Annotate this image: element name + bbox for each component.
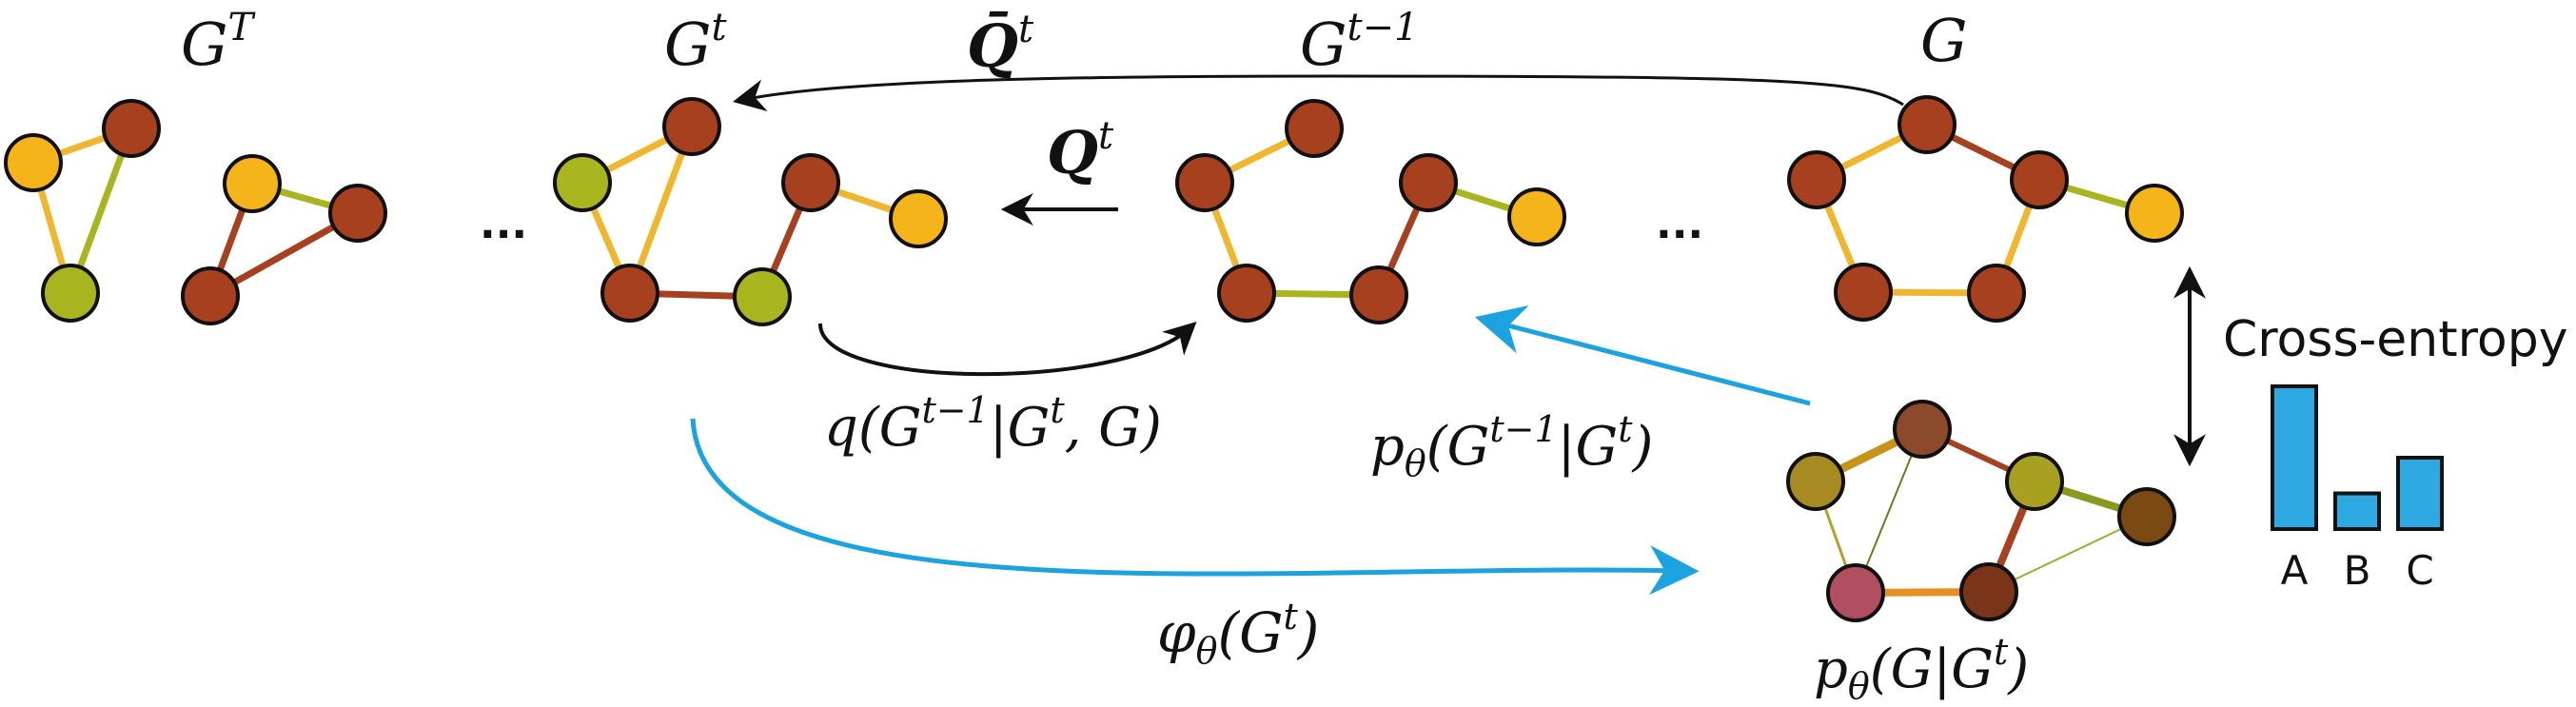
node-green	[41, 264, 100, 323]
denoiser-arrow	[690, 418, 1700, 596]
graph-g	[1787, 95, 2184, 323]
node-yellow	[2125, 184, 2184, 243]
edge	[626, 123, 696, 297]
node-brown	[1285, 99, 1344, 158]
node-brown	[1175, 153, 1234, 212]
posterior-arrow	[817, 322, 1197, 377]
label-phi: φθ(Gt)	[1157, 596, 1319, 672]
node-brown	[1787, 150, 1846, 209]
bar-label-b: B	[2344, 547, 2371, 594]
node-brown	[181, 266, 240, 325]
node-brown	[1834, 263, 1893, 322]
label-gT: GT	[181, 6, 257, 79]
node-brown	[328, 184, 387, 243]
bar-a	[2271, 384, 2318, 531]
node-brown	[781, 153, 840, 212]
node-yellow	[223, 154, 282, 213]
bar-label-c: C	[2406, 547, 2433, 594]
node-pred	[1826, 563, 1885, 622]
node-green	[733, 267, 792, 326]
label-p-theta-prev: pθ(Gt−1|Gt)	[1370, 408, 1653, 484]
node-pred	[1959, 562, 2018, 621]
graph-gt-minus-1	[1175, 99, 1566, 324]
bar-c	[2396, 456, 2444, 531]
qbar-arrow	[732, 74, 1904, 112]
node-brown	[2010, 150, 2069, 209]
bar-b	[2333, 491, 2381, 531]
node-brown	[1967, 264, 2026, 323]
cross-entropy-label: Cross-entropy	[2223, 311, 2567, 368]
node-brown	[600, 264, 659, 323]
node-green	[553, 153, 612, 212]
label-p-theta-g: pθ(G|Gt)	[1814, 631, 2029, 707]
node-yellow	[889, 189, 948, 248]
label-qbar: Q̄t	[967, 8, 1034, 81]
ellipsis-right: ...	[1656, 200, 1703, 248]
node-brown	[1217, 264, 1276, 323]
node-pred	[2005, 452, 2064, 511]
node-brown	[102, 99, 161, 158]
node-brown	[1399, 153, 1458, 212]
node-yellow	[4, 133, 63, 192]
graph-predicted	[1786, 400, 2176, 622]
label-gt: Gt	[664, 6, 728, 79]
node-yellow	[1507, 187, 1566, 246]
graph-gt	[553, 97, 948, 326]
node-brown	[662, 97, 721, 156]
label-posterior-q: q(Gt−1|Gt, G)	[824, 389, 1162, 459]
node-pred	[1786, 452, 1845, 511]
node-brown	[1349, 265, 1408, 324]
node-pred	[2117, 487, 2176, 546]
label-gt-minus-1: Gt−1	[1300, 6, 1419, 79]
ellipsis-left: ...	[480, 200, 527, 248]
label-g: G	[1920, 6, 1968, 75]
graph-gT	[4, 99, 387, 325]
node-brown	[1898, 95, 1957, 154]
bar-label-a: A	[2281, 547, 2309, 594]
node-pred	[1893, 400, 1952, 459]
reverse-step-arrow	[1474, 304, 1811, 406]
label-q: Qt	[1047, 114, 1114, 187]
